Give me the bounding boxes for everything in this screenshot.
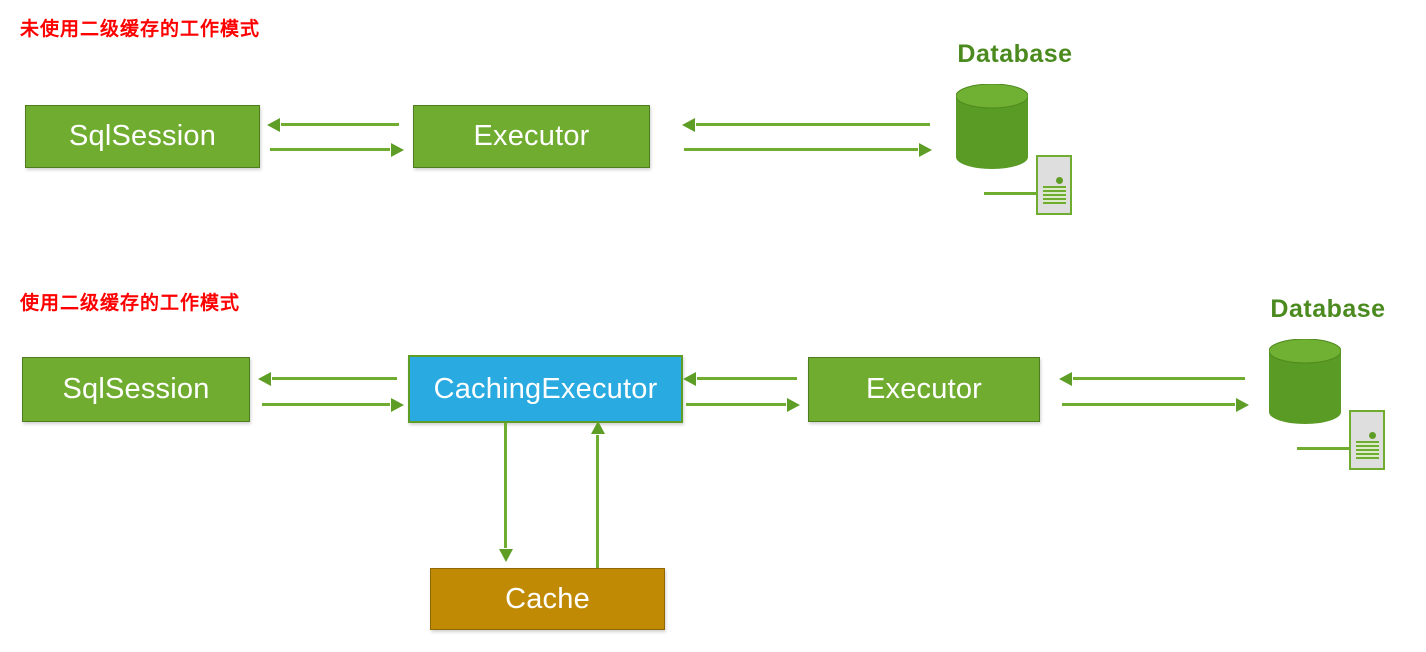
database-icon-group-row2: Database xyxy=(1253,295,1403,470)
database-label-row1: Database xyxy=(957,40,1073,68)
database-server-dot-icon-row1 xyxy=(1056,177,1063,184)
arrow-executor-to-sqlsession-row1 xyxy=(281,123,399,126)
node-executor-row2: Executor xyxy=(808,357,1040,422)
arrow-database-to-executor-row1 xyxy=(696,123,930,126)
arrow-sqlsession-to-cachingexecutor-row2 xyxy=(262,403,390,406)
node-sqlsession-row2: SqlSession xyxy=(22,357,250,422)
arrow-cachingexecutor-to-executor-row2 xyxy=(686,403,786,406)
node-cachingexecutor-row2: CachingExecutor xyxy=(408,355,683,423)
arrow-database-to-executor-row2 xyxy=(1073,377,1245,380)
database-server-bars-icon-row2 xyxy=(1356,441,1379,459)
arrow-sqlsession-to-executor-row1 xyxy=(270,148,390,151)
database-cylinder-icon-row2 xyxy=(1269,339,1341,424)
section-title-without-cache: 未使用二级缓存的工作模式 xyxy=(20,19,261,40)
arrow-cachingexecutor-to-sqlsession-row2 xyxy=(272,377,397,380)
database-label-row2: Database xyxy=(1270,295,1386,323)
arrow-cachingexecutor-to-cache xyxy=(504,423,507,548)
database-server-icon-row1 xyxy=(1036,155,1072,215)
arrow-cache-to-cachingexecutor xyxy=(596,435,599,568)
database-server-dot-icon-row2 xyxy=(1369,432,1376,439)
node-cache-row2: Cache xyxy=(430,568,665,630)
database-cylinder-icon-row1 xyxy=(956,84,1028,169)
node-executor-row1: Executor xyxy=(413,105,650,168)
database-server-bars-icon-row1 xyxy=(1043,186,1066,204)
database-connector-line-row2 xyxy=(1297,447,1369,450)
database-connector-line-row1 xyxy=(984,192,1056,195)
database-icon-group-row1: Database xyxy=(940,40,1090,215)
database-server-icon-row2 xyxy=(1349,410,1385,470)
arrow-executor-to-database-row2 xyxy=(1062,403,1235,406)
arrow-executor-to-database-row1 xyxy=(684,148,918,151)
arrow-executor-to-cachingexecutor-row2 xyxy=(697,377,797,380)
node-sqlsession-row1: SqlSession xyxy=(25,105,260,168)
section-title-with-cache: 使用二级缓存的工作模式 xyxy=(20,293,241,314)
